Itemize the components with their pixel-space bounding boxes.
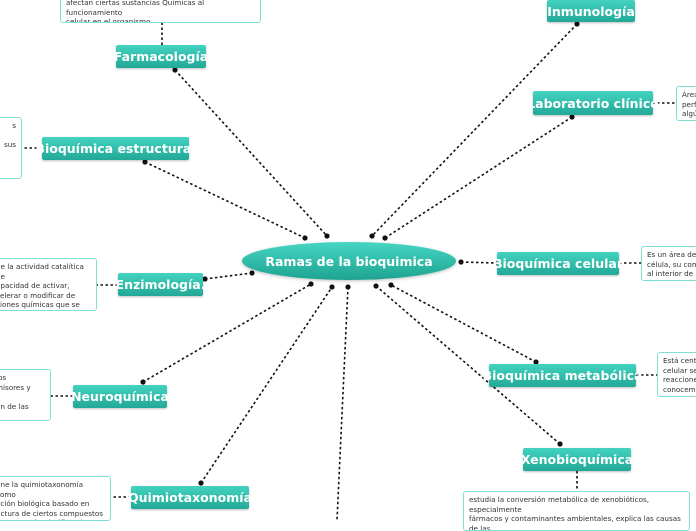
node-neuroquimica[interactable]: Neuroquímica [71,385,169,408]
connector-laboratorio [384,116,573,239]
note-farmacologia[interactable]: afectan ciertas sustancias Químicas al f… [60,0,261,23]
node-quimiotaxonomia[interactable]: Quimiotaxonomía [128,486,252,509]
connector-celular [460,261,498,264]
connector-neuroquimica [142,283,312,383]
node-estructural[interactable]: Bioquímica estructural [35,137,196,160]
connector-xenobioquimica [375,285,561,445]
note-quimiotaxonomia[interactable]: fine la quimiotaxonomía como ación bioló… [0,476,111,521]
note-neuroquimica[interactable]: los misores y ón de las [0,369,51,421]
node-xenobioquimica[interactable]: Xenobioquímica [521,448,633,471]
connector-bottom [336,286,349,520]
note-metabolica[interactable]: Está centra celular se c reacciones cono… [657,352,696,397]
connector-farmacologia [174,69,328,237]
connector-inmunologia [371,23,578,237]
note-enzimologia[interactable]: de la actividad catalítica de apacidad d… [0,258,97,311]
note-laboratorio[interactable]: Área perfi algún [676,86,696,121]
node-inmunologia[interactable]: Inmunología [547,0,635,22]
connector-estructural [144,161,306,239]
node-farmacologia[interactable]: Farmacología [114,45,208,68]
central-topic[interactable]: Ramas de la bioquimica [242,242,456,280]
node-laboratorio[interactable]: Laboratorio clínico [527,91,659,115]
connector-quimiotaxonomia [200,286,333,484]
note-estructural[interactable]: s sus [0,117,22,179]
node-metabolica[interactable]: Bioquímica metabólica [483,364,642,387]
note-celular[interactable]: Es un área de la célula, su comp al inte… [641,246,696,281]
node-celular[interactable]: Bioquímica celular [493,252,623,275]
node-enzimologia[interactable]: Enzimología. [116,273,205,296]
connector-enzimologia [204,272,253,280]
note-xenobioquimica[interactable]: estudia la conversión metabólica de xeno… [463,491,690,531]
connector-metabolica [390,284,537,363]
connector-layer [22,21,676,520]
